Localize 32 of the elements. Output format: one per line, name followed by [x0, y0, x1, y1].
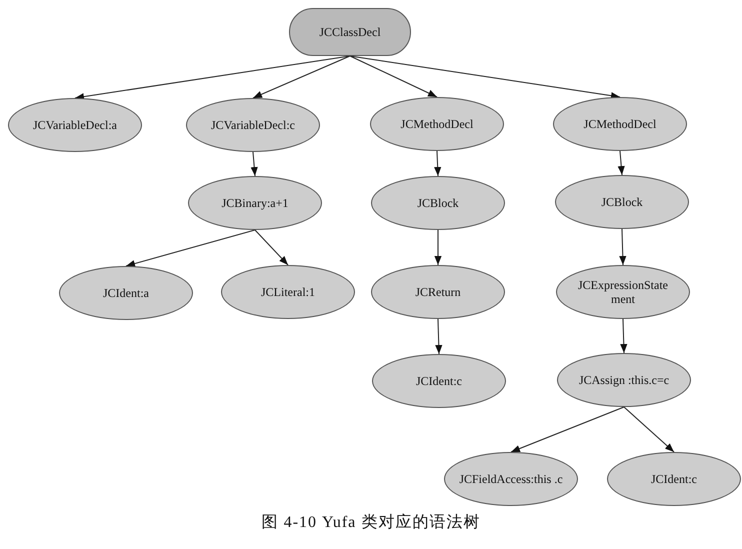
- arrow: [350, 56, 620, 100]
- tree-node: JCIdent:c: [607, 452, 741, 506]
- tree-node: JCIdent:c: [372, 354, 506, 408]
- tree-node: JCBlock: [371, 176, 505, 230]
- arrow: [126, 230, 256, 268]
- arrow: [74, 56, 350, 100]
- tree-node: JCReturn: [371, 265, 505, 319]
- arrow: [618, 150, 625, 176]
- tree-node: JCMethodDecl: [553, 97, 687, 151]
- arrow: [624, 406, 674, 452]
- arrow: [434, 230, 442, 266]
- arrow: [435, 318, 442, 354]
- arrow: [250, 152, 258, 176]
- arrow: [254, 230, 288, 266]
- tree-node: JCBinary:a+1: [188, 176, 322, 230]
- arrow: [252, 56, 350, 98]
- arrow: [620, 318, 628, 354]
- root-node: JCClassDecl: [289, 8, 411, 56]
- tree-node: JCAssign :this.c=c: [557, 353, 691, 407]
- arrow: [510, 406, 624, 452]
- tree-node: JCVariableDecl:c: [186, 98, 320, 152]
- tree-node: JCExpressionStatement: [556, 265, 690, 319]
- tree-node: JCVariableDecl:a: [8, 98, 142, 152]
- arrow: [619, 228, 626, 266]
- figure-caption: 图 4-10 Yufa 类对应的语法树: [260, 512, 482, 533]
- tree-node: JCBlock: [555, 175, 689, 229]
- tree-node: JCLiteral:1: [221, 265, 355, 319]
- arrow: [434, 150, 442, 176]
- tree-node: JCMethodDecl: [370, 97, 504, 151]
- arrow: [350, 56, 438, 98]
- tree-node: JCFieldAccess:this .c: [444, 452, 578, 506]
- tree-node: JCIdent:a: [59, 266, 193, 320]
